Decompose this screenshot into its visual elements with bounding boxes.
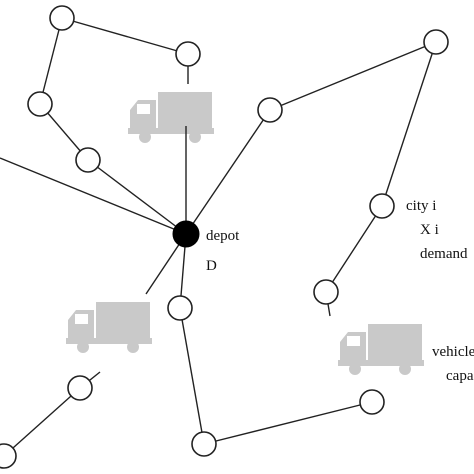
- edge: [61, 17, 189, 55]
- city-node: [257, 97, 283, 123]
- city-demand-var: X i: [420, 222, 439, 238]
- city-node: [67, 375, 93, 401]
- city-node: [313, 279, 339, 305]
- depot-symbol: D: [206, 258, 217, 274]
- city-node: [369, 193, 395, 219]
- city-nodes: [0, 5, 449, 469]
- city-node: [0, 443, 17, 469]
- city-node: [75, 147, 101, 173]
- edge: [87, 159, 187, 235]
- city-node: [423, 29, 449, 55]
- edge: [3, 387, 81, 457]
- edge: [0, 157, 187, 235]
- city-node: [175, 41, 201, 67]
- city-demand-label: demand: [420, 246, 468, 262]
- city-node: [49, 5, 75, 31]
- edge: [179, 307, 205, 445]
- truck-icon: [66, 302, 152, 353]
- city-node: [191, 431, 217, 457]
- edge: [325, 205, 383, 293]
- depot-node: [172, 220, 200, 248]
- vehicle-capacity-label: capacity: [446, 368, 474, 384]
- truck-icon: [338, 324, 424, 375]
- vehicle-label: vehicle: [432, 344, 474, 360]
- edge: [185, 109, 271, 235]
- depot-label: depot: [206, 228, 240, 244]
- city-label: city i: [406, 198, 436, 214]
- edge: [203, 401, 373, 445]
- city-node: [27, 91, 53, 117]
- edge: [39, 17, 63, 105]
- city-node: [359, 389, 385, 415]
- truck-icon: [128, 92, 214, 143]
- edge: [381, 41, 437, 207]
- edge: [269, 41, 437, 111]
- city-node: [167, 295, 193, 321]
